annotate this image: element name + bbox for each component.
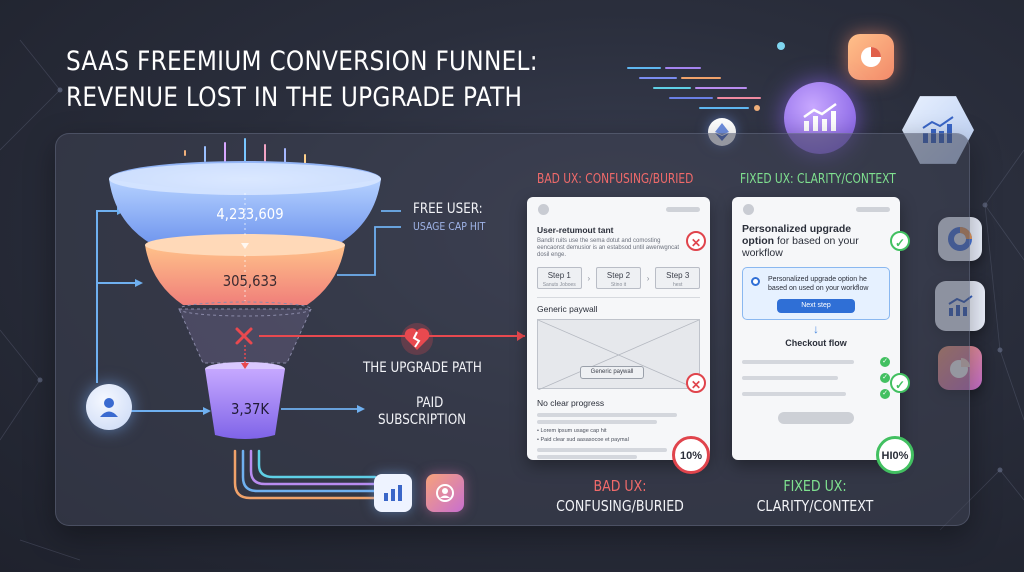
fixed-ux-score: HI0%	[876, 436, 914, 474]
paid-line-1: PAID	[416, 395, 444, 411]
funnel-top-value: 4,233,609	[216, 205, 284, 223]
fixed-card-title-rest: for based on your workflow	[742, 235, 859, 259]
check-icon: ✓	[880, 357, 890, 367]
pie-chart-icon	[848, 34, 894, 80]
paywall-placeholder: Generic paywall	[537, 319, 700, 390]
funnel-graphic	[96, 138, 525, 500]
checkout-flow-heading: Checkout flow	[785, 338, 847, 348]
title-line-1: SAAS FREEMIUM CONVERSION FUNNEL:	[66, 46, 538, 77]
broken-heart-icon	[400, 322, 434, 356]
refresh-user-icon	[426, 474, 464, 512]
fixed-card-title-bold: Personalized upgrade option	[742, 223, 852, 247]
upgrade-option-box[interactable]: Personalized upgrade option he based on …	[742, 267, 890, 320]
no-clear-progress-heading: No clear progress	[537, 398, 605, 408]
bad-bullet-1: • Lorem ipsum usage cap hit	[537, 428, 607, 434]
error-x-icon: ✕	[686, 231, 706, 251]
check-icon: ✓	[880, 389, 890, 399]
bad-ux-footer-line-2: CONFUSING/BURIED	[556, 497, 684, 515]
free-user-label: FREE USER: USAGE CAP HIT	[413, 201, 485, 235]
bar-chart-small-icon	[374, 474, 412, 512]
funnel-bottom-value: 3,37K	[230, 400, 270, 418]
check-icon: ✓	[880, 373, 890, 383]
error-x-icon: ✕	[686, 373, 706, 393]
bad-ux-footer-line-1: BAD UX:	[593, 477, 647, 495]
title-line-2: REVENUE LOST IN THE UPGRADE PATH	[66, 82, 523, 113]
page-title: SAAS FREEMIUM CONVERSION FUNNEL: REVENUE…	[66, 44, 548, 116]
fixed-ux-footer: FIXED UX: CLARITY/CONTEXT	[748, 476, 882, 516]
fixed-ux-footer-line-2: CLARITY/CONTEXT	[756, 497, 874, 515]
fixed-ux-footer-line-1: FIXED UX:	[783, 477, 847, 495]
bad-ux-score: 10%	[672, 436, 710, 474]
bad-card-title: User-retumout tant	[537, 225, 614, 235]
paid-subscription-label: PAID SUBSCRIPTION	[378, 395, 466, 429]
bad-card-description: Bandit ruits use the sema dotut and como…	[537, 238, 680, 258]
funnel-middle-value: 305,633	[222, 272, 278, 290]
success-check-icon: ✓	[890, 373, 910, 393]
bad-ux-card: User-retumout tant Bandit ruits use the …	[527, 197, 710, 460]
fixed-ux-header: FIXED UX: CLARITY/CONTEXT	[740, 172, 896, 187]
paid-line-2: SUBSCRIPTION	[378, 412, 467, 428]
fixed-ux-card: Personalized upgrade option for based on…	[732, 197, 900, 460]
generic-paywall-heading: Generic paywall	[537, 304, 598, 314]
fixed-card-title: Personalized upgrade option for based on…	[742, 223, 882, 259]
next-step-button[interactable]: Next step	[777, 299, 855, 313]
radio-selected-icon[interactable]	[751, 277, 760, 286]
down-arrow-icon: ↓	[813, 322, 819, 336]
success-check-icon: ✓	[890, 231, 910, 251]
card-window-bar	[732, 197, 900, 219]
bad-ux-footer: BAD UX: CONFUSING/BURIED	[553, 476, 687, 516]
user-icon[interactable]	[86, 384, 132, 430]
bad-ux-header: BAD UX: CONFUSING/BURIED	[537, 172, 694, 187]
checkout-placeholder-button[interactable]	[778, 412, 854, 424]
upgrade-path-label: THE UPGRADE PATH	[363, 360, 482, 376]
upgrade-option-text: Personalized upgrade option he based on …	[768, 276, 869, 292]
card-window-bar	[527, 197, 710, 219]
free-user-subtitle: USAGE CAP HIT	[413, 220, 486, 233]
generic-paywall-button[interactable]: Generic paywall	[580, 366, 644, 379]
bad-bullet-2: • Paid clear sud aasasocoe et paymal	[537, 437, 629, 443]
free-user-title: FREE USER:	[413, 201, 483, 217]
